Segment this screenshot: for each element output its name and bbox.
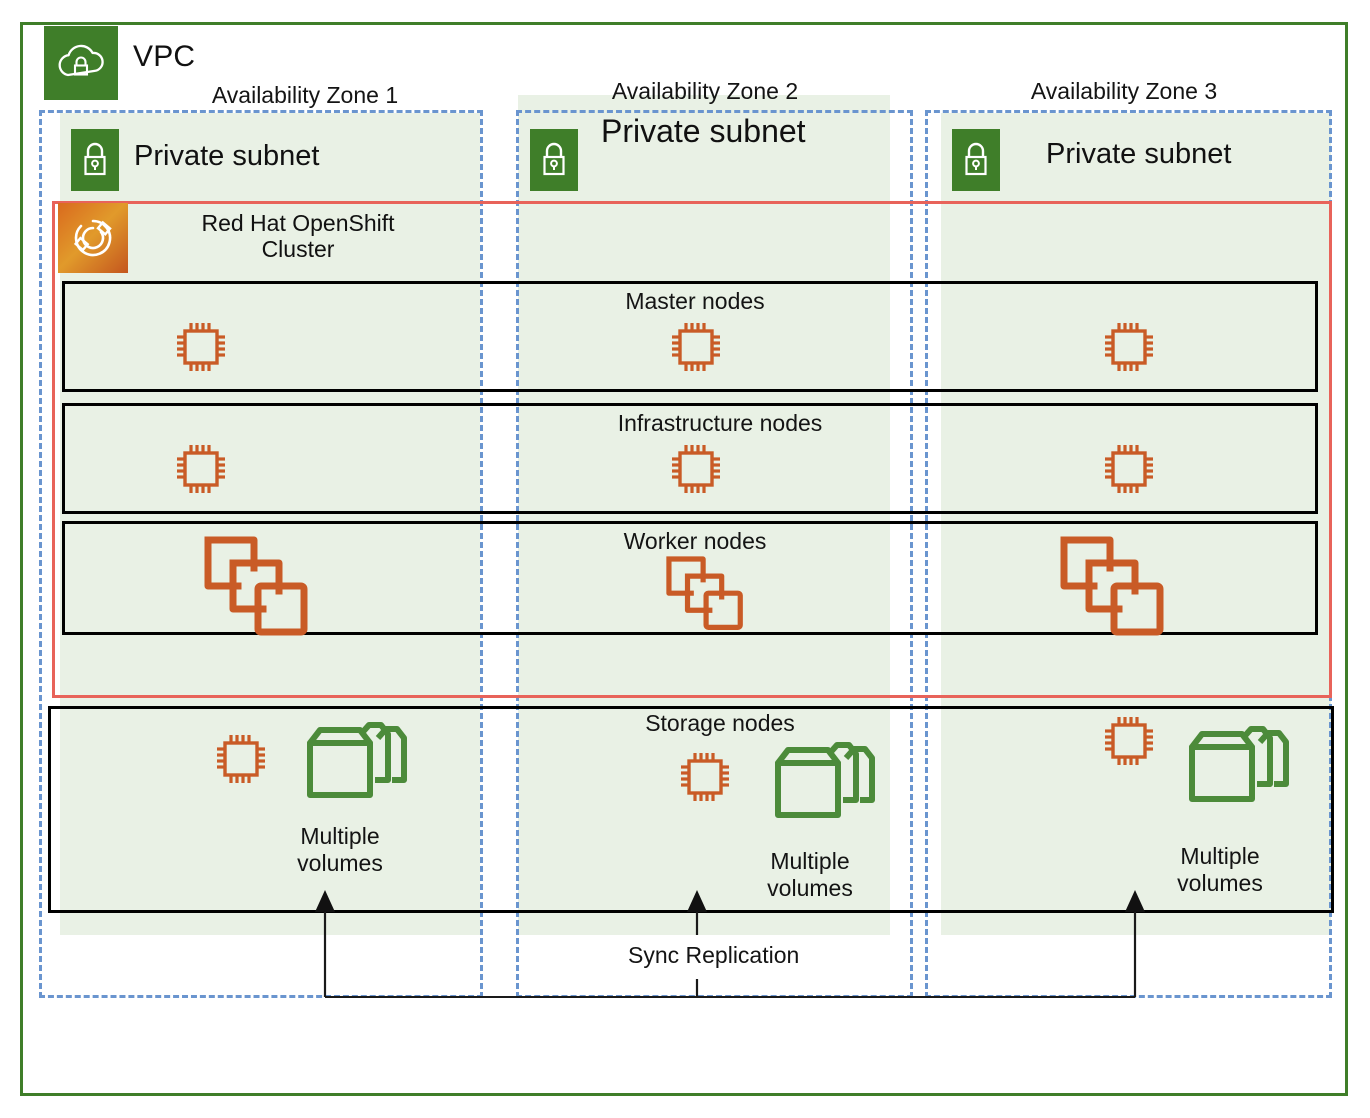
multiple-volumes-line1-az2: Multiple (770, 848, 850, 874)
subnet-fill-az3 (941, 113, 1331, 935)
private-subnet-title-az1: Private subnet (134, 140, 320, 172)
openshift-cluster-title-line2: Cluster (261, 235, 335, 262)
volumes-icon-az3 (1182, 726, 1290, 808)
instances-icon-worker-az3 (1056, 532, 1164, 636)
vpc-title: VPC (133, 40, 196, 73)
volumes-icon-az1 (300, 722, 408, 804)
private-subnet-lock-icon-az1 (71, 129, 119, 191)
availability-zone-3-label: Availability Zone 3 (1030, 78, 1218, 104)
master-nodes-box (62, 281, 1318, 392)
openshift-cluster-title: Red Hat OpenShift Cluster (128, 210, 468, 263)
openshift-sync-icon (58, 203, 128, 273)
multiple-volumes-line2-az1: volumes (297, 850, 383, 877)
chip-icon-infra-az1 (172, 440, 230, 498)
worker-nodes-label: Worker nodes (623, 528, 767, 554)
multiple-volumes-line2-az3: volumes (1177, 870, 1263, 897)
instances-icon-worker-az1 (200, 532, 308, 636)
subnet-fill-az1 (60, 113, 480, 935)
storage-nodes-label: Storage nodes (645, 710, 795, 736)
multiple-volumes-line1-az3: Multiple (1180, 843, 1260, 869)
private-subnet-title-az2: Private subnet (601, 113, 806, 149)
chip-icon-storage-az1 (212, 730, 270, 788)
multiple-volumes-line2-az2: volumes (767, 875, 853, 902)
private-subnet-lock-icon-az2 (530, 129, 578, 191)
subnet-fill-az2 (518, 95, 890, 935)
private-subnet-title-az3: Private subnet (1046, 138, 1232, 170)
sync-replication-label: Sync Replication (628, 942, 800, 968)
availability-zone-2-label: Availability Zone 2 (611, 78, 799, 104)
availability-zone-1-box (39, 110, 483, 998)
multiple-volumes-label-az2: Multiple volumes (700, 848, 920, 902)
availability-zone-1-label: Availability Zone 1 (211, 82, 399, 108)
chip-icon-storage-az2 (676, 748, 734, 806)
vpc-cloud-lock-icon (44, 26, 118, 100)
worker-nodes-box (62, 521, 1318, 635)
sync-replication-label-bg (625, 935, 847, 979)
chip-icon-infra-az2 (667, 440, 725, 498)
chip-icon-infra-az3 (1100, 440, 1158, 498)
chip-icon-storage-az3 (1100, 712, 1158, 770)
chip-icon-master-az1 (172, 318, 230, 376)
volumes-icon-az2 (768, 742, 876, 824)
infrastructure-nodes-label: Infrastructure nodes (617, 410, 823, 436)
private-subnet-lock-icon-az3 (952, 129, 1000, 191)
chip-icon-master-az2 (667, 318, 725, 376)
multiple-volumes-line1-az1: Multiple (300, 823, 380, 849)
instances-icon-worker-az2 (663, 553, 743, 630)
multiple-volumes-label-az3: Multiple volumes (1110, 843, 1330, 897)
master-nodes-label: Master nodes (625, 288, 765, 314)
chip-icon-master-az3 (1100, 318, 1158, 376)
multiple-volumes-label-az1: Multiple volumes (230, 823, 450, 877)
infrastructure-nodes-box (62, 403, 1318, 514)
openshift-cluster-box (52, 201, 1332, 698)
vpc-frame (20, 22, 1348, 1096)
openshift-cluster-title-line1: Red Hat OpenShift (201, 210, 395, 236)
